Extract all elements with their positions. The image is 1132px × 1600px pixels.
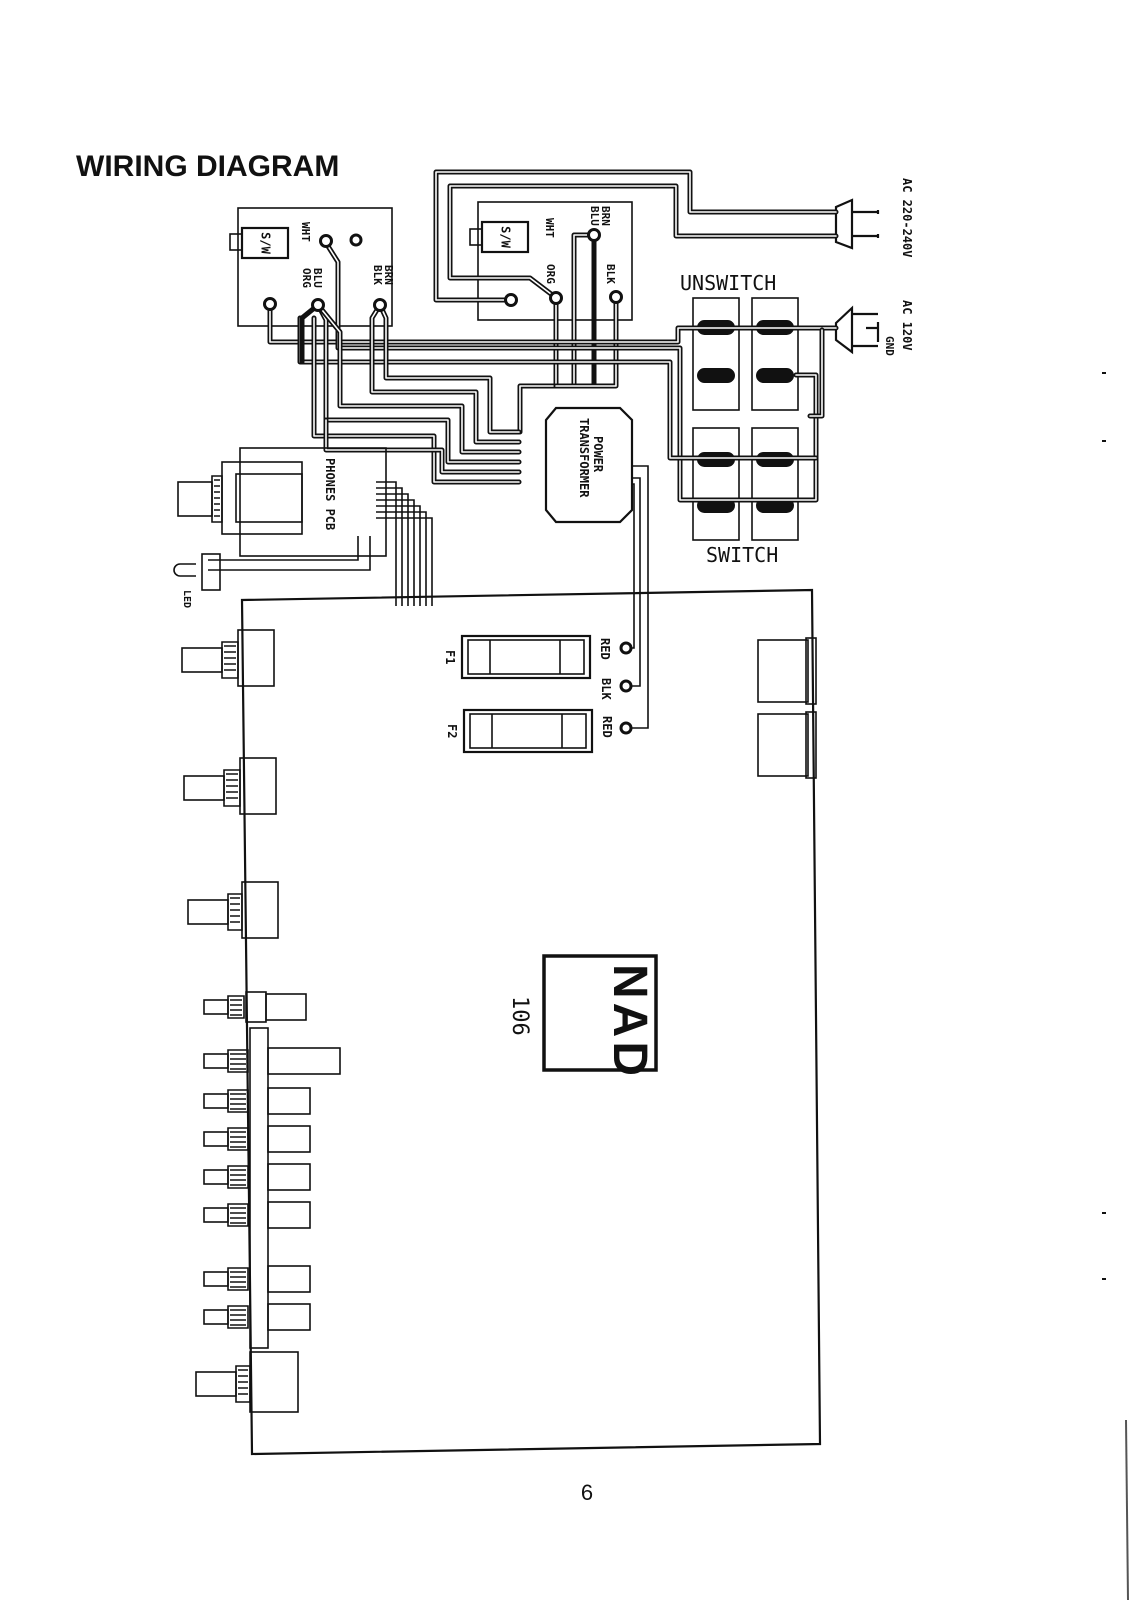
phones-pcb-label: PHONES PCB <box>323 458 337 530</box>
ac-low-label: AC 120V <box>900 300 914 351</box>
pushbutton-1 <box>203 991 307 1023</box>
terminal-blocks: UNSWITCH SWITCH <box>680 271 799 567</box>
transformer-line1: POWER <box>591 436 605 473</box>
right-switch-body <box>480 220 530 254</box>
ac-high-label: AC 220-240V <box>900 178 914 257</box>
left-switch-label: S/W <box>259 232 273 254</box>
nad-logo: NAD <box>603 964 656 1080</box>
page-number: 6 <box>581 1480 593 1505</box>
page-title: WIRING DIAGRAM <box>76 150 339 183</box>
fuse-f1-label: F1 <box>443 650 457 664</box>
left-wire-brn: BRN <box>382 265 395 285</box>
pushbutton-8 <box>203 1303 311 1331</box>
pushbutton-6 <box>203 1201 311 1229</box>
right-switch-label: S/W <box>499 226 513 248</box>
fuse-f2: F2 <box>445 708 594 754</box>
lead-blk: BLK <box>599 678 613 700</box>
button-strip <box>249 1027 269 1349</box>
pushbutton-5 <box>203 1163 311 1191</box>
unswitch-label: UNSWITCH <box>680 271 776 295</box>
right-wire-blu: BLU <box>588 206 601 226</box>
left-wire-blk: BLK <box>371 265 384 285</box>
left-switch-board: S/W WHT ORG BLU BLK BRN <box>229 207 395 327</box>
ac-connectors: AC 220-240V AC 120V GND <box>834 178 914 356</box>
right-wire-blk: BLK <box>604 264 617 284</box>
pushbutton-2 <box>203 1047 341 1075</box>
right-wire-wht: WHT <box>543 218 556 238</box>
switch-label: SWITCH <box>706 543 778 567</box>
potentiometer-2 <box>183 757 277 815</box>
right-wire-org: ORG <box>544 264 557 284</box>
right-wire-brn: BRN <box>599 206 612 226</box>
model-number: 106 <box>507 996 532 1036</box>
lead-red-1: RED <box>598 638 612 660</box>
left-switch-body <box>240 226 290 260</box>
fuse-f2-label: F2 <box>445 724 459 738</box>
potentiometer-3 <box>187 881 279 939</box>
wire-harness <box>263 169 839 729</box>
left-wire-blu: BLU <box>311 268 324 288</box>
lead-red-2: RED <box>600 716 614 738</box>
fuse-f1: F1 <box>443 634 592 680</box>
pushbutton-3 <box>203 1087 311 1115</box>
transformer-line2: TRANSFORMER <box>577 418 591 498</box>
pushbutton-7 <box>203 1265 311 1293</box>
scan-marks <box>1102 372 1129 1600</box>
pushbutton-4 <box>203 1125 311 1153</box>
power-transformer: POWER TRANSFORMER <box>516 406 634 524</box>
potentiometer-4 <box>195 1351 299 1413</box>
led-label: LED <box>181 590 192 608</box>
left-wire-wht: WHT <box>299 222 312 242</box>
main-board: F1 F2 RED BLK RED NAD 106 <box>181 588 822 1456</box>
nad-logo-box <box>542 954 658 1072</box>
gnd-label: GND <box>883 336 896 356</box>
phones-pcb: PHONES PCB LED <box>173 447 433 608</box>
left-wire-org: ORG <box>300 268 313 288</box>
potentiometer-1 <box>181 629 275 687</box>
